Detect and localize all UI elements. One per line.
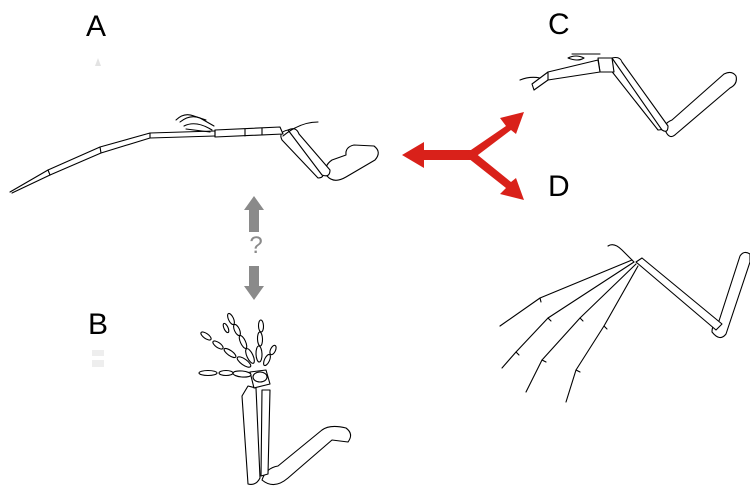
- limb-a-humerus: [326, 145, 378, 180]
- limb-d-digit-3: [502, 262, 634, 368]
- divergence-arrow-lower-right: [468, 152, 524, 200]
- limb-c-digit-tip: [532, 72, 548, 90]
- question-arrow-up: [244, 196, 264, 232]
- limb-illustration-d: [500, 245, 750, 402]
- divergence-arrow-upper-right: [468, 112, 524, 158]
- divergence-arrow-left: [402, 142, 472, 168]
- limb-a-long-digit-upper: [10, 131, 215, 192]
- faint-mark-b-top: [92, 350, 104, 356]
- limb-b-digit-1: [199, 370, 251, 378]
- question-mark: ?: [246, 234, 266, 258]
- limb-d-digit-5: [566, 266, 638, 402]
- limb-b-carpal: [253, 372, 267, 382]
- limb-d-digit-2: [500, 260, 632, 326]
- limb-illustration-a: [10, 115, 378, 193]
- limb-a-short-digits: [180, 117, 214, 132]
- limb-c-carpometacarpus: [548, 60, 600, 80]
- limb-c-alula: [568, 54, 600, 60]
- limb-b-humerus: [262, 426, 351, 484]
- limb-b-digit-4: [256, 320, 264, 362]
- limb-c-humerus: [665, 72, 737, 136]
- faint-mark-b-bottom: [92, 360, 104, 367]
- limb-illustration-b: [199, 313, 351, 485]
- limb-c-forearm-bone-2: [612, 58, 668, 132]
- limb-a-wrist-block: [215, 127, 283, 137]
- faint-mark-a: [95, 58, 101, 66]
- limb-d-forearm: [636, 258, 722, 330]
- limb-b-digit-5: [262, 344, 277, 366]
- limb-a-long-digit-lower: [12, 136, 215, 193]
- limb-c-wrist: [598, 58, 614, 72]
- limb-d-digit-4: [526, 264, 636, 392]
- limb-illustration-c: [520, 54, 736, 137]
- limb-b-forearm-bone-1: [242, 386, 260, 484]
- divergence-arrows: [402, 112, 524, 200]
- limb-d-thumb: [608, 245, 634, 262]
- limb-b-digit-2: [200, 331, 253, 370]
- question-arrow-down: [244, 266, 264, 300]
- limb-b-forearm-bone-2: [261, 390, 270, 476]
